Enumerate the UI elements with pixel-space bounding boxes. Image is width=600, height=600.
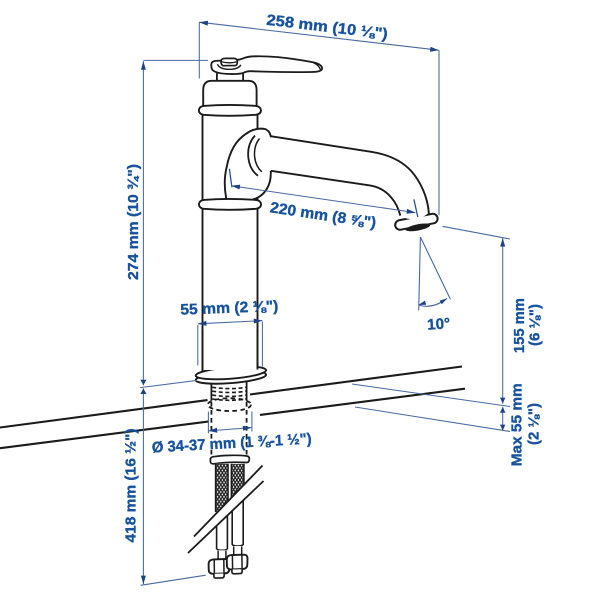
svg-text:Max 55 mm: Max 55 mm <box>509 383 526 466</box>
svg-text:55 mm (2 ⅛"): 55 mm (2 ⅛") <box>180 298 279 319</box>
svg-text:418 mm (16 ½"): 418 mm (16 ½") <box>122 429 139 543</box>
svg-text:155 mm: 155 mm <box>511 298 528 353</box>
svg-text:(6 ⅛"): (6 ⅛") <box>526 304 543 346</box>
svg-text:(2 ⅛"): (2 ⅛") <box>526 403 543 445</box>
svg-text:10°: 10° <box>427 315 451 334</box>
svg-text:274 mm (10 ¾"): 274 mm (10 ¾") <box>125 164 142 280</box>
